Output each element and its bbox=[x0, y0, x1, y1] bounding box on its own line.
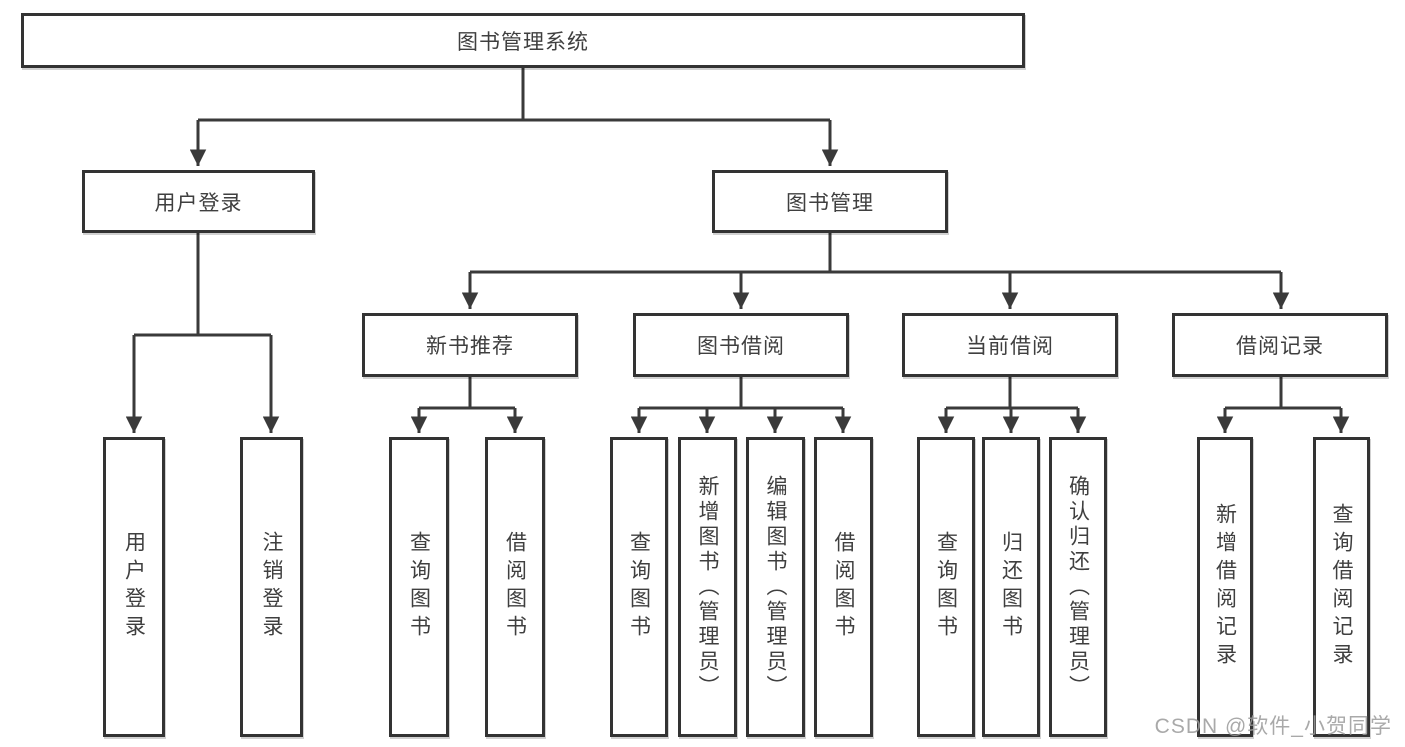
node-root-system: 图书管理系统 bbox=[21, 13, 1025, 68]
leaf-add-book-admin: 新增图书（管理员） bbox=[678, 437, 737, 737]
node-current-borrowing: 当前借阅 bbox=[902, 313, 1118, 377]
leaf-rec-borrow-book: 借阅图书 bbox=[485, 437, 545, 737]
leaf-confirm-return-admin: 确认归还（管理员） bbox=[1049, 437, 1107, 737]
node-book-management: 图书管理 bbox=[712, 170, 948, 233]
leaf-edit-book-admin: 编辑图书（管理员） bbox=[746, 437, 805, 737]
leaf-logout: 注销登录 bbox=[240, 437, 303, 737]
leaf-borrow-query-book: 查询图书 bbox=[610, 437, 668, 737]
node-user-login: 用户登录 bbox=[82, 170, 315, 233]
leaf-borrow-borrow-book: 借阅图书 bbox=[814, 437, 873, 737]
leaf-rec-query-book: 查询图书 bbox=[389, 437, 449, 737]
leaf-current-query-book: 查询图书 bbox=[917, 437, 975, 737]
leaf-add-borrow-record: 新增借阅记录 bbox=[1197, 437, 1253, 737]
leaf-query-borrow-record: 查询借阅记录 bbox=[1313, 437, 1370, 737]
leaf-user-login: 用户登录 bbox=[103, 437, 165, 737]
node-new-book-recommendation: 新书推荐 bbox=[362, 313, 578, 377]
watermark: CSDN @软件_小贺同学 bbox=[1154, 715, 1392, 738]
node-borrowing-records: 借阅记录 bbox=[1172, 313, 1388, 377]
node-book-borrowing: 图书借阅 bbox=[633, 313, 849, 377]
leaf-return-book: 归还图书 bbox=[982, 437, 1040, 737]
